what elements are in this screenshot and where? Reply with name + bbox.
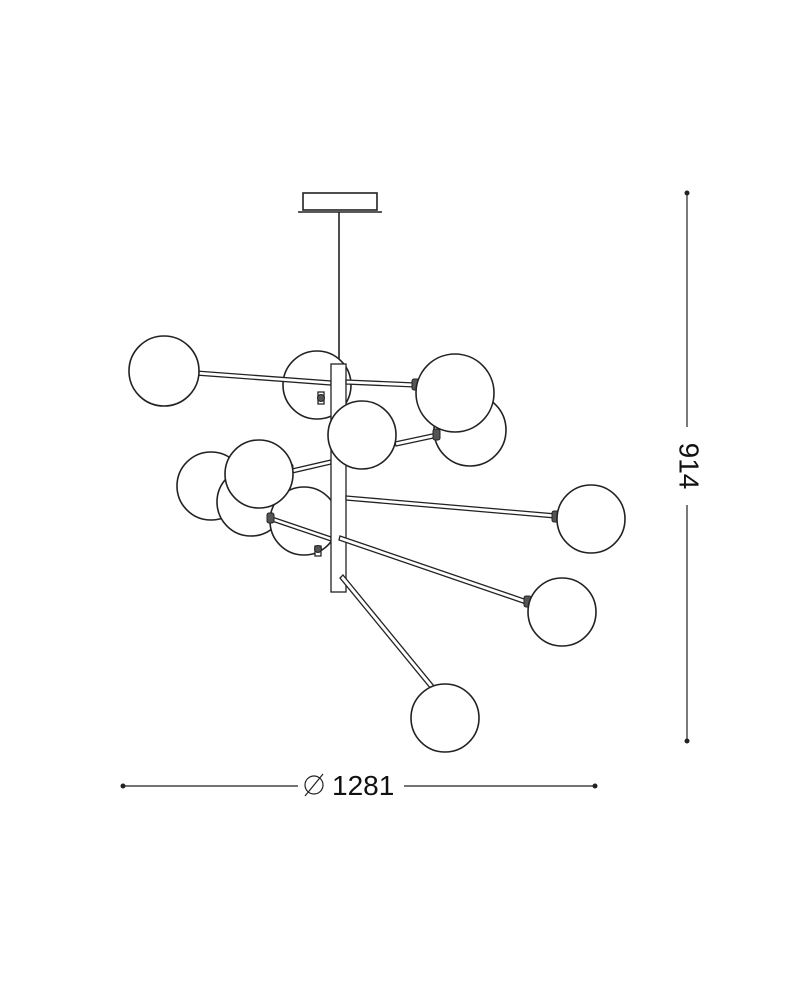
height-value: 914 xyxy=(674,443,705,490)
diameter-dimension: 1281 xyxy=(120,770,598,801)
globe xyxy=(128,335,200,407)
globe xyxy=(224,439,294,509)
diameter-icon xyxy=(304,773,324,797)
ceiling-canopy xyxy=(298,192,382,213)
diameter-value: 1281 xyxy=(332,770,394,801)
front-globes xyxy=(128,335,626,753)
globe xyxy=(410,683,480,753)
globe xyxy=(556,484,626,554)
globe xyxy=(527,577,597,647)
globe xyxy=(415,353,495,433)
height-dimension: 914 xyxy=(674,190,705,744)
globe xyxy=(327,400,397,470)
central-stem xyxy=(330,363,347,593)
